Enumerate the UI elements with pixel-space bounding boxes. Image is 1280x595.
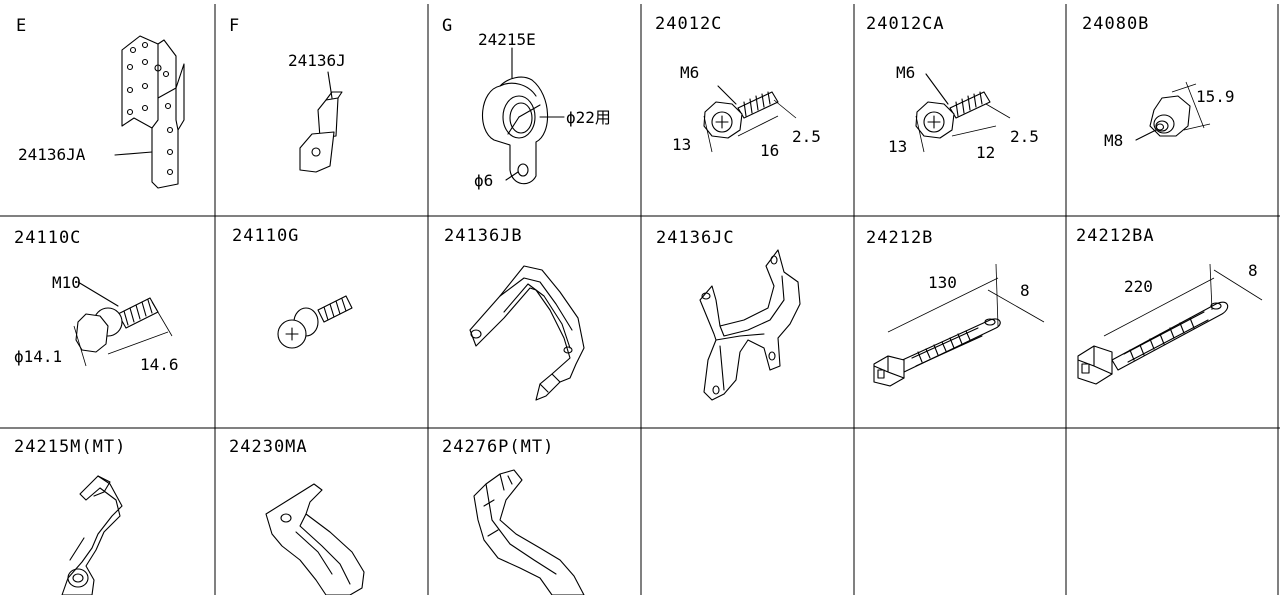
callout: 8 [1020,281,1030,300]
cell-24012ca[interactable]: 24012CA M6 13 12 2.5 [866,14,1039,162]
callout: ϕ6 [474,171,493,190]
bracket-drawing [265,483,365,595]
part-code: 24012C [655,14,722,34]
part-code: 24110G [232,226,299,246]
part-code: F [229,16,240,36]
clamp-drawing [482,47,565,185]
cell-24110g[interactable]: 24110G [232,226,353,349]
part-code: 24136JC [656,228,735,248]
callout: 2.5 [792,127,821,146]
callout: 24136J [288,51,346,70]
bolt-drawing [73,281,173,367]
bolt-drawing [703,85,797,153]
part-code: 24136JB [444,226,523,246]
part-code: 24212B [866,228,933,248]
cell-24136jb[interactable]: 24136JB [444,226,585,401]
cell-24212b[interactable]: 24212B 130 8 [866,228,1045,387]
cell-24212ba[interactable]: 24212BA 220 8 [1076,226,1263,385]
cell-g[interactable]: G 24215E ϕ22用 ϕ6 [442,16,611,190]
callout: 13 [888,137,907,156]
callout: M6 [896,63,915,82]
callout: 2.5 [1010,127,1039,146]
callout: 220 [1124,277,1153,296]
cell-e[interactable]: E 24136JA [16,16,185,189]
cell-24276p-mt[interactable]: 24276P(MT) [442,437,585,595]
clip-drawing [299,71,343,173]
grid-lines [0,4,1280,595]
callout: M8 [1104,131,1123,150]
clip-drawing [61,475,123,595]
part-code: 24212BA [1076,226,1155,246]
cell-24215m-mt[interactable]: 24215M(MT) [14,437,126,595]
part-code: 24012CA [866,14,945,34]
callout: ϕ22用 [566,108,611,127]
part-code: 24230MA [229,437,308,457]
callout: M6 [680,63,699,82]
bracket-drawing [469,265,585,401]
callout: 12 [976,143,995,162]
callout: 8 [1248,261,1258,280]
cell-f[interactable]: F 24136J [229,16,346,173]
part-code: 24215M(MT) [14,437,126,457]
bracket-drawing [699,249,801,401]
bolt-drawing [915,73,1011,153]
callout: 16 [760,141,779,160]
cable-tie-drawing [1077,263,1263,385]
callout: ϕ14.1 [14,347,62,366]
cell-24230ma[interactable]: 24230MA [229,437,365,595]
callout: 13 [672,135,691,154]
callout: 130 [928,273,957,292]
cell-24110c[interactable]: 24110C M10 ϕ14.1 14.6 [14,228,179,374]
cell-24136jc[interactable]: 24136JC [656,228,801,401]
callout: 24136JA [18,145,86,164]
bolt-drawing [277,295,353,349]
part-code: E [16,16,27,36]
cell-24080b[interactable]: 24080B 15.9 M8 [1082,14,1235,150]
part-code: 24110C [14,228,81,248]
nut-drawing [1135,81,1211,141]
callout: M10 [52,273,81,292]
callout: 15.9 [1196,87,1235,106]
bracket-drawing [473,469,585,595]
callout: 14.6 [140,355,179,374]
cell-24012c[interactable]: 24012C M6 13 16 2.5 [655,14,821,160]
callout: 24215E [478,30,536,49]
bracket-drawing [114,35,185,189]
part-code: 24276P(MT) [442,437,554,457]
cable-tie-drawing [873,263,1045,387]
part-code: G [442,16,453,36]
part-code: 24080B [1082,14,1149,34]
